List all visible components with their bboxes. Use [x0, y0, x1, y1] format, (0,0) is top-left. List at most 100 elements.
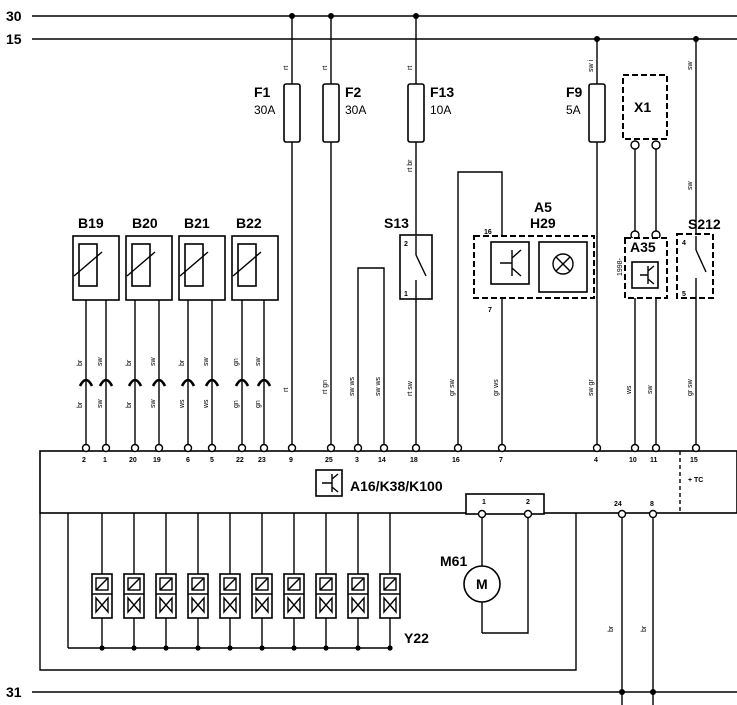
ecu-pin-6: 6 — [186, 457, 190, 464]
b19-name: B19 — [78, 215, 104, 231]
b22-wire-top-b: sw — [255, 357, 262, 367]
y22-valve — [347, 513, 369, 651]
ecu-pin-5: 5 — [210, 457, 214, 464]
fuse-f13-rating: 10A — [430, 103, 451, 117]
fuse-f13-wire-below: rt br — [407, 159, 414, 172]
b19-wire-bottom-b: sw — [97, 399, 104, 409]
motor-symbol: M — [476, 576, 488, 592]
fuse-f13: F13 10A rt rt br — [407, 16, 454, 236]
ecu-pin-18: 18 — [410, 457, 418, 464]
rail-31: 31 — [6, 684, 737, 700]
b22-wire-top-a: gn — [233, 358, 240, 366]
fuse-f1-wire: rt — [283, 66, 290, 70]
wire-pin-25: rt gn — [322, 380, 329, 394]
s13-name: S13 — [384, 215, 409, 231]
b20-wire-top-a: br — [126, 359, 133, 366]
fuse-f1-rating: 30A — [254, 103, 275, 117]
ecu-pin-23: 23 — [258, 457, 266, 464]
wire-pin-14: sw ws — [375, 376, 382, 396]
fuse-f2-name: F2 — [345, 84, 362, 100]
sensor-b20: B20 br sw br sw — [125, 215, 173, 448]
ground-wire-24: br — [608, 625, 615, 632]
rail-30: 30 — [6, 8, 737, 24]
fuse-f1-name: F1 — [254, 84, 271, 100]
b20-wire-top-b: sw — [150, 357, 157, 367]
fuse-f1: F1 30A rt — [254, 16, 301, 448]
s13-pin-top: 2 — [404, 241, 408, 248]
ecu-module: + TC A16/K38/K100 1 2 — [39, 450, 737, 671]
y22-valve — [187, 513, 209, 651]
b22-wire-bottom-a: gn — [233, 400, 240, 408]
ecu-pin-22: 22 — [236, 457, 244, 464]
fuse-f9-rating: 5A — [566, 103, 581, 117]
sensor-b21: B21 br sw ws ws — [178, 215, 226, 448]
b22-name: B22 — [236, 215, 262, 231]
switch-s212: sw sw S212 4 5 gr sw — [676, 39, 721, 448]
ecu-pin-20: 20 — [129, 457, 137, 464]
ground-wire-8: br — [641, 625, 648, 632]
switch-s13: S13 2 1 rt sw — [384, 215, 433, 448]
ecu-pin-3: 3 — [355, 457, 359, 464]
connector-x1: X1 — [622, 74, 668, 240]
wire-pin-11: sw — [647, 385, 654, 395]
wire-pin-10: ws — [626, 385, 633, 395]
y22-valve — [155, 513, 177, 651]
sensor-b19: B19 br sw br sw — [72, 215, 120, 448]
fuse-f2-wire: rt — [322, 66, 329, 70]
fuse-f9: F9 5A sw i sw gr — [566, 39, 606, 448]
ecu-pin-16: 16 — [452, 457, 460, 464]
a5-name: A5 — [534, 199, 552, 215]
fuse-f2-rating: 30A — [345, 103, 366, 117]
ecu-motor-pin-2: 2 — [526, 499, 530, 506]
b21-wire-bottom-a: ws — [179, 399, 186, 409]
ecu-pin-10: 10 — [629, 457, 637, 464]
wire-pin-9: rt — [283, 388, 290, 392]
fuse-f13-name: F13 — [430, 84, 454, 100]
ecu-pin-7: 7 — [499, 457, 503, 464]
h29-name: H29 — [530, 215, 556, 231]
x1-upper-wire: sw — [687, 181, 694, 191]
plug-arcs — [78, 378, 272, 387]
a5-pin-bottom: 7 — [488, 307, 492, 314]
b20-wire-bottom-b: sw — [150, 399, 157, 409]
b19-wire-top-a: br — [77, 359, 84, 366]
ecu-pin-9: 9 — [289, 457, 293, 464]
ecu-top-pins: 2 1 20 19 6 5 22 23 9 25 3 14 18 16 7 4 … — [81, 443, 701, 464]
y22-valve — [219, 513, 241, 651]
y22-valve — [379, 513, 401, 651]
y22-valve — [315, 513, 337, 651]
b19-wire-top-b: sw — [97, 357, 104, 367]
ecu-pin-19: 19 — [153, 457, 161, 464]
s212-pin-bottom: 5 — [682, 291, 686, 298]
ecu-pin-8: 8 — [650, 501, 654, 508]
s212-upper-wire: sw — [687, 61, 694, 71]
ecu-pin-1: 1 — [103, 457, 107, 464]
m61-name: M61 — [440, 553, 467, 569]
a35-name: A35 — [630, 239, 656, 255]
y22-valve — [123, 513, 145, 651]
rail-15-label: 15 — [6, 31, 22, 47]
rail-31-label: 31 — [6, 684, 22, 700]
x1-name: X1 — [634, 99, 651, 115]
b20-name: B20 — [132, 215, 158, 231]
fuse-f9-wire: sw i — [588, 60, 595, 73]
rail-15: 15 — [6, 31, 737, 47]
valve-block-y22: Y22 — [67, 513, 429, 651]
wire-pin-18: rt sw — [407, 380, 414, 396]
a5-pin-top: 16 — [484, 229, 492, 236]
module-a5-h29: A5 H29 16 7 gr sw gr ws — [449, 171, 595, 448]
b21-name: B21 — [184, 215, 210, 231]
ecu-pin-4: 4 — [594, 457, 598, 464]
wire-pin-3: sw ws — [349, 376, 356, 396]
wire-pin-15: gr sw — [687, 378, 694, 396]
wire-pin-16: gr sw — [449, 378, 456, 396]
rail-30-label: 30 — [6, 8, 22, 24]
ecu-pin-25: 25 — [325, 457, 333, 464]
ecu-pin-2: 2 — [82, 457, 86, 464]
wire-pin-7: gr ws — [493, 379, 500, 396]
b19-wire-bottom-a: br — [77, 401, 84, 408]
a35-side-label: 1998- — [617, 257, 624, 276]
y22-name: Y22 — [404, 630, 429, 646]
ecu-tc-label: + TC — [688, 477, 703, 484]
